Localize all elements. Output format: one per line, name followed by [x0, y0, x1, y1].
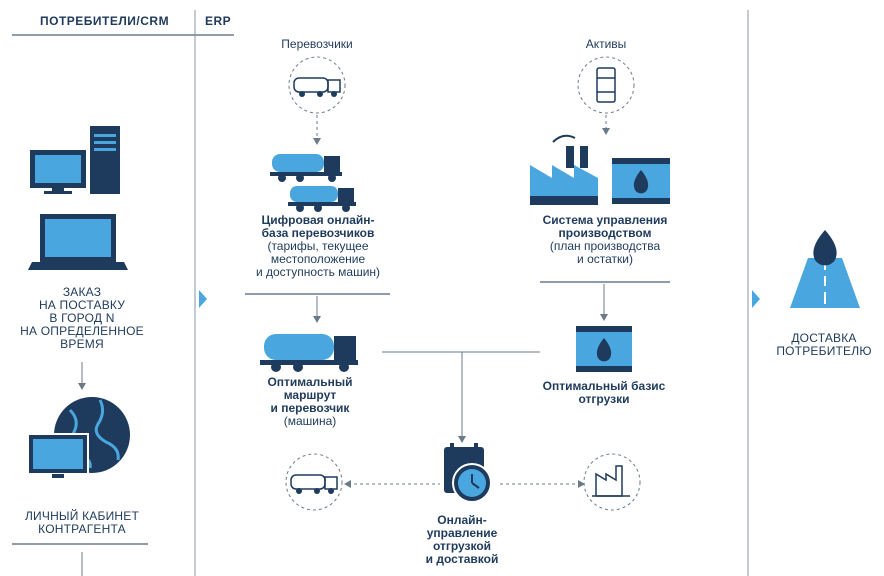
road-drop-icon [790, 230, 860, 308]
globe-monitor-icon [27, 397, 130, 478]
route-title-line: маршрут [283, 388, 337, 402]
order-text-line: ЗАКАЗ [62, 285, 102, 299]
basis-block: Оптимальный базис отгрузки [526, 380, 682, 406]
delivery-text-line: ДОСТАВКА [791, 331, 857, 345]
basis-tank-icon [576, 326, 632, 372]
assets-label: Активы [585, 37, 627, 51]
production-block: Система управления производством (план п… [520, 214, 690, 266]
assets-barrel-circle-icon [577, 56, 635, 114]
route-title-line: Оптимальный [267, 375, 353, 389]
crm-column-header: ПОТРЕБИТЕЛИ/CRM [40, 14, 170, 28]
route-truck-icon [260, 334, 358, 372]
basis-title-line: Оптимальный базис [542, 379, 666, 393]
carriers-db-title-line: база перевозчиков [261, 226, 375, 240]
order-text-line: В ГОРОД N [49, 311, 115, 325]
cabinet-text-line: КОНТРАГЕНТА [38, 522, 126, 536]
cabinet-text-line: ЛИЧНЫЙ КАБИНЕТ [24, 509, 140, 523]
management-title-line: и доставкой [425, 552, 499, 566]
carriers-db-title-line: Цифровая онлайн- [261, 213, 375, 227]
small-factory-circle-icon [583, 453, 641, 511]
management-title-line: Онлайн- [437, 513, 487, 527]
carriers-db-detail-line: (тарифы, текущее [267, 239, 369, 253]
route-title-line: и перевозчик [270, 401, 350, 415]
production-detail-line: и остатки) [577, 252, 633, 266]
carriers-label: Перевозчики [281, 37, 353, 51]
small-truck-circle-icon [285, 453, 343, 511]
order-text-line: НА ОПРЕДЕЛЕННОЕ [20, 324, 144, 338]
management-block: Онлайн- управление отгрузкой и доставкой [412, 514, 512, 566]
production-title-line: Система управления [542, 213, 668, 227]
production-detail-line: (план производства [549, 239, 661, 253]
desktop-computer-icon [30, 126, 120, 194]
tanker-trucks-icon [270, 154, 356, 212]
clock-calendar-icon [444, 443, 492, 503]
order-text: ЗАКАЗ НА ПОСТАВКУ В ГОРОД N НА ОПРЕДЕЛЕН… [0, 286, 164, 351]
carriers-truck-circle-icon [288, 56, 346, 114]
production-title-line: производством [558, 226, 652, 240]
route-block: Оптимальный маршрут и перевозчик (машина… [240, 376, 380, 428]
divider-arrow-left [199, 290, 207, 308]
delivery-text: ДОСТАВКА ПОТРЕБИТЕЛЮ [764, 332, 884, 358]
management-title-line: отгрузкой [432, 539, 492, 553]
delivery-text-line: ПОТРЕБИТЕЛЮ [776, 344, 872, 358]
carriers-db-block: Цифровая онлайн- база перевозчиков (тари… [230, 214, 406, 279]
factory-tank-icon [530, 134, 670, 205]
laptop-icon [28, 214, 128, 270]
erp-column-header: ERP [205, 14, 232, 28]
basis-title-line: отгрузки [578, 392, 630, 406]
carriers-db-detail-line: и доступность машин) [255, 265, 381, 279]
management-title-line: управление [426, 526, 498, 540]
divider-arrow-right [752, 290, 760, 308]
order-text-line: НА ПОСТАВКУ [38, 298, 126, 312]
carriers-db-detail-line: местоположение [270, 252, 366, 266]
cabinet-text: ЛИЧНЫЙ КАБИНЕТ КОНТРАГЕНТА [0, 510, 164, 536]
route-detail-line: (машина) [283, 414, 337, 428]
order-text-line: ВРЕМЯ [60, 337, 104, 351]
